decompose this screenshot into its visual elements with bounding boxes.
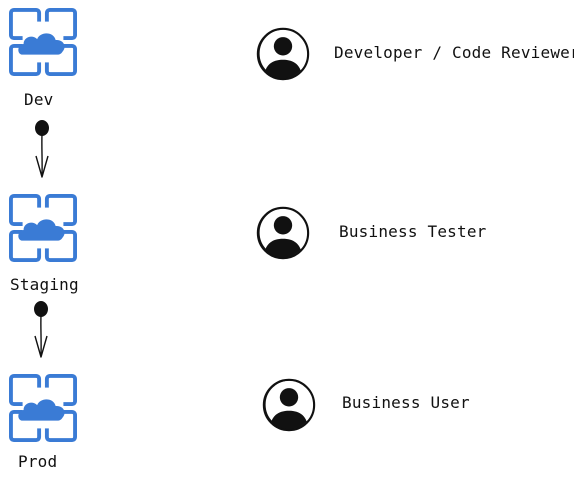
down-arrow-icon — [34, 335, 48, 358]
down-arrow-icon — [35, 155, 49, 178]
role-business-tester-user-icon — [258, 208, 308, 260]
env-label-prod: Prod — [18, 452, 58, 471]
connector-staging-to-prod — [34, 301, 48, 358]
env-staging-azure-icon — [9, 194, 77, 262]
connector-start-dot — [34, 301, 48, 317]
env-dev-azure-icon — [9, 8, 77, 76]
role-label-developer: Developer / Code Reviewer — [334, 43, 574, 62]
role-label-business-tester: Business Tester — [339, 222, 487, 241]
connector-start-dot — [35, 120, 49, 136]
role-business-user-user-icon — [264, 380, 314, 432]
connector-dev-to-staging — [35, 120, 49, 178]
env-label-dev: Dev — [24, 90, 54, 109]
env-prod-azure-icon — [9, 374, 77, 442]
role-label-business-user: Business User — [342, 393, 470, 412]
env-label-staging: Staging — [10, 275, 79, 294]
role-developer-user-icon — [258, 29, 308, 81]
